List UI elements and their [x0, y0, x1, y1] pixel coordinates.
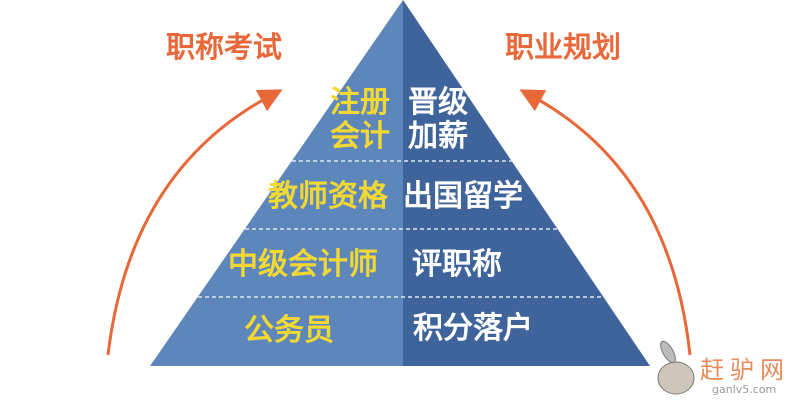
tier1-left-line2: 会计	[330, 119, 390, 154]
donkey-logo	[657, 340, 695, 395]
pyramid-left-half	[150, 0, 403, 366]
watermark-name: 赶驴网	[700, 356, 790, 384]
watermark-url: ganlv5.com	[712, 383, 777, 396]
tier4-right: 积分落户	[413, 311, 533, 346]
left-label: 职称考试	[166, 30, 283, 64]
left-arrow	[106, 89, 283, 356]
tier2-left: 教师资格	[268, 179, 388, 214]
tier1-right-line2: 加薪	[408, 119, 468, 154]
tier1-right-line1: 晋级	[408, 85, 468, 120]
tier4-left: 公务员	[244, 313, 334, 348]
right-arrow	[519, 89, 692, 356]
tier3-left: 中级会计师	[228, 247, 378, 282]
right-label: 职业规划	[505, 30, 622, 64]
tier2-right: 出国留学	[403, 179, 523, 214]
pyramid-right-half	[403, 0, 650, 366]
tier1-left-line1: 注册	[330, 85, 390, 120]
tier3-right: 评职称	[412, 247, 502, 282]
